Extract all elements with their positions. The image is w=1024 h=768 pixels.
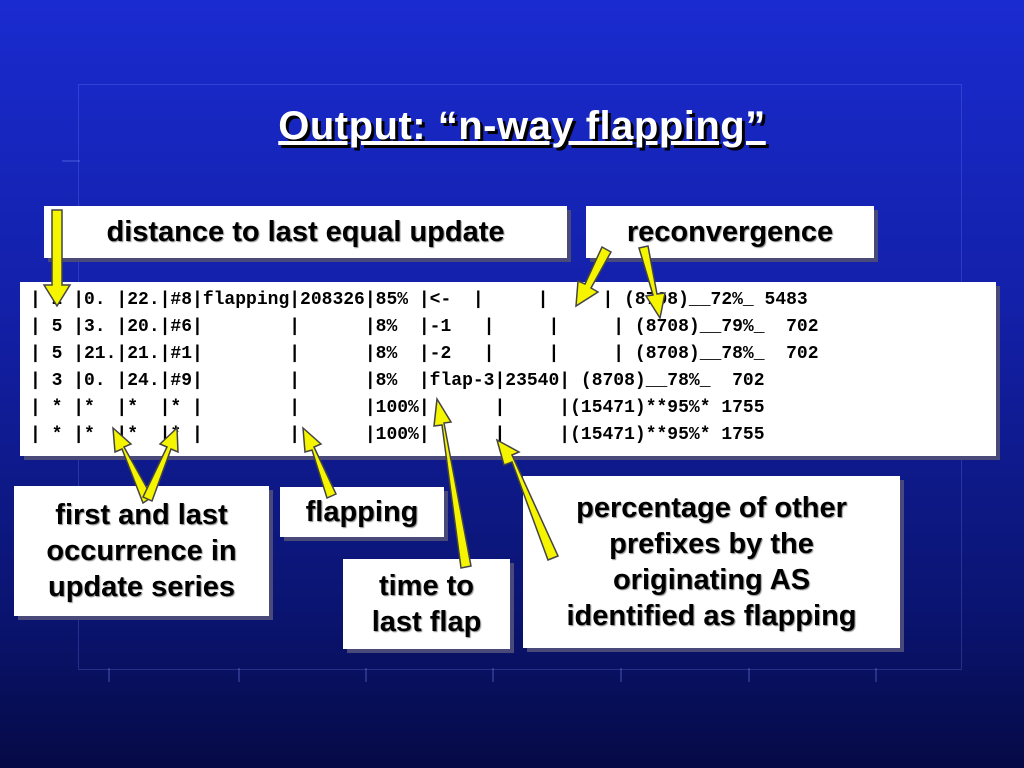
background-tick	[875, 668, 877, 682]
label-percentage-line: prefixes by the	[609, 527, 814, 560]
table-row: | 5 |21.|21.|#1| | |8% |-2 | | | (8708)_…	[30, 344, 819, 364]
background-tick	[620, 668, 622, 682]
background-tick	[62, 160, 80, 162]
label-percentage: percentage of other prefixes by the orig…	[523, 476, 900, 648]
label-first-last-line: update series	[48, 571, 235, 604]
label-reconvergence: reconvergence	[586, 206, 874, 258]
background-tick	[238, 668, 240, 682]
label-reconvergence-text: reconvergence	[626, 215, 834, 248]
label-distance-text: distance to last equal update	[106, 215, 505, 248]
background-tick	[108, 668, 110, 682]
label-time-line: last flap	[371, 606, 482, 638]
table-row: | * |* |* |* | | |100%| | |(15471)**95%*…	[30, 425, 765, 445]
label-flapping: flapping	[280, 487, 444, 537]
flapping-output-table: | 2 |0. |22.|#8|flapping|208326|85% |<- …	[20, 282, 996, 456]
background-tick	[748, 668, 750, 682]
label-time-to-last-flap: time to last flap	[343, 559, 510, 649]
arrow-percentage	[495, 438, 560, 561]
label-percentage-line: originating AS	[612, 564, 811, 596]
table-row: | 5 |3. |20.|#6| | |8% |-1 | | | (8708)_…	[30, 317, 819, 337]
label-distance: distance to last equal update	[44, 206, 567, 258]
table-row: | * |* |* |* | | |100%| | |(15471)**95%*…	[30, 398, 765, 418]
arrow-flapping	[302, 426, 338, 500]
background-tick	[365, 668, 367, 682]
table-row: | 2 |0. |22.|#8|flapping|208326|85% |<- …	[30, 290, 808, 310]
label-percentage-line: percentage of other	[576, 491, 847, 524]
label-time-line: time to	[378, 569, 475, 602]
label-first-last-line: first and last	[55, 498, 228, 531]
label-flapping-text: flapping	[305, 495, 419, 528]
arrow-time-to-last-flap	[433, 396, 472, 569]
label-first-last-line: occurrence in	[46, 534, 237, 567]
arrow-reconvergence-right	[638, 245, 666, 320]
label-first-last: first and last occurrence in update seri…	[14, 486, 269, 616]
arrow-first-occurrence	[112, 426, 153, 505]
label-percentage-line: identified as flapping	[566, 600, 857, 633]
arrow-distance	[42, 209, 72, 308]
slide-title: Output: “n-way flapping”	[278, 104, 766, 148]
arrow-last-occurrence	[141, 426, 179, 503]
background-tick	[492, 668, 494, 682]
table-row: | 3 |0. |24.|#9| | |8% |flap-3|23540| (8…	[30, 371, 765, 391]
arrow-reconvergence-left	[575, 245, 613, 308]
